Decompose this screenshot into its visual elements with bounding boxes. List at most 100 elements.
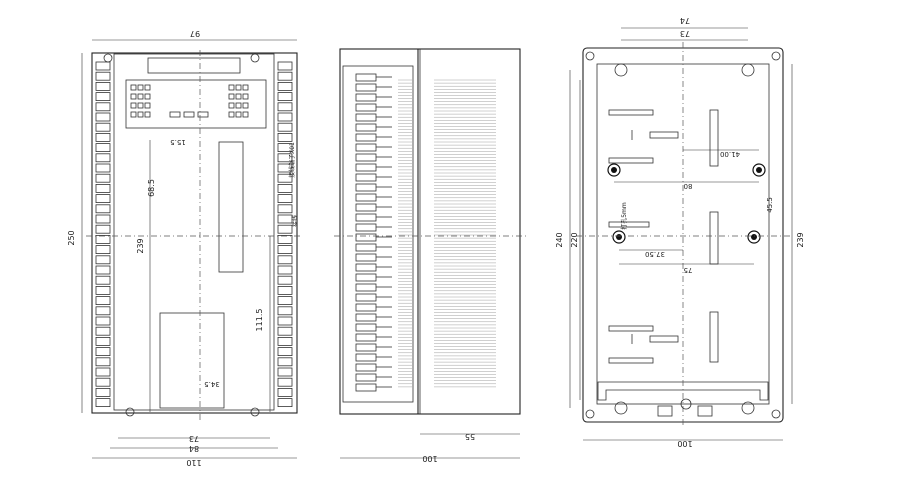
terminal: [95, 336, 111, 346]
led: [130, 111, 137, 118]
bottom-tab-1: [657, 405, 673, 417]
terminal: [277, 326, 293, 336]
led: [144, 84, 151, 91]
terminal: [95, 132, 111, 142]
side-terminal: [355, 183, 377, 192]
led: [228, 111, 235, 118]
dim-74: 74: [680, 16, 690, 25]
dim-73: 73: [189, 434, 199, 443]
right-terminal-strip: [277, 61, 293, 408]
terminal: [95, 296, 111, 306]
terminal: [95, 143, 111, 153]
terminal: [95, 306, 111, 316]
dim-68-5: 68.5: [147, 179, 156, 197]
dim-73-r: 73: [680, 29, 690, 38]
side-terminal: [355, 73, 377, 82]
dim-55: 55: [465, 432, 475, 441]
side-terminal: [355, 233, 377, 242]
terminal: [277, 387, 293, 397]
terminal: [277, 92, 293, 101]
side-terminal: [355, 303, 377, 312]
side-terminal: [355, 163, 377, 172]
dim-220: 220: [570, 232, 579, 247]
corner-hole-tl: [585, 51, 595, 61]
terminal: [277, 82, 293, 91]
side-view: 100 55: [334, 48, 528, 463]
side-terminal: [355, 123, 377, 132]
dim-100-r: 100: [677, 439, 692, 448]
dim-239: 239: [136, 238, 145, 253]
terminal: [277, 255, 293, 265]
side-terminal: [355, 353, 377, 362]
led: [137, 84, 144, 91]
led: [144, 93, 151, 100]
vertical-window: [218, 141, 244, 273]
terminal: [95, 61, 111, 71]
terminal: [95, 285, 111, 295]
left-view: 97 73 84 110 250 239 68.5 111.5 15.5 34.…: [67, 29, 302, 467]
terminal: [277, 367, 293, 377]
terminal: [95, 367, 111, 377]
led: [144, 111, 151, 118]
side-terminal: [355, 263, 377, 272]
terminal: [277, 224, 293, 234]
led: [242, 84, 249, 91]
button: [169, 111, 181, 118]
dim-80: 80: [684, 182, 693, 190]
mount-hole-bl: [125, 407, 135, 417]
terminal: [277, 61, 293, 71]
dim-239-r: 239: [796, 232, 805, 247]
side-terminal: [355, 273, 377, 282]
terminal: [277, 234, 293, 244]
side-terminal: [355, 383, 377, 392]
terminal: [95, 82, 111, 91]
right-view: 74 73 240 220 239 100 80 75 37.50 41.00 …: [555, 16, 805, 448]
terminal: [277, 153, 293, 163]
terminal: [277, 173, 293, 183]
corner-hole-br: [771, 409, 781, 419]
dim-100-side: 100: [422, 454, 437, 463]
led: [235, 93, 242, 100]
terminal: [95, 122, 111, 132]
terminal: [95, 224, 111, 234]
side-outer-frame: [339, 48, 521, 415]
led: [235, 84, 242, 91]
led: [137, 111, 144, 118]
terminal: [277, 214, 293, 224]
side-terminal: [355, 173, 377, 182]
corner-hole-bl: [585, 409, 595, 419]
terminal: [95, 234, 111, 244]
boss-tl: [614, 63, 628, 77]
side-terminal: [355, 363, 377, 372]
terminal: [95, 326, 111, 336]
led: [144, 102, 151, 109]
side-terminal: [355, 113, 377, 122]
side-terminal: [355, 203, 377, 212]
mount-slots: [608, 109, 719, 364]
terminal: [95, 71, 111, 81]
terminal: [95, 377, 111, 387]
led: [242, 102, 249, 109]
side-left-panel: [342, 65, 414, 403]
corner-hole-tr: [771, 51, 781, 61]
terminal: [95, 214, 111, 224]
led: [130, 102, 137, 109]
terminal: [277, 143, 293, 153]
left-outer-frame: [91, 52, 298, 414]
terminal: [95, 153, 111, 163]
side-vents-wide: [434, 79, 496, 388]
led: [242, 111, 249, 118]
terminal: [277, 112, 293, 122]
boss-br: [741, 401, 755, 415]
side-terminal: [355, 143, 377, 152]
side-terminal: [355, 253, 377, 262]
led: [137, 93, 144, 100]
side-terminal: [355, 133, 377, 142]
mount-hole-br: [250, 407, 260, 417]
terminal: [277, 306, 293, 316]
terminal: [277, 316, 293, 326]
led: [130, 84, 137, 91]
dim-97: 97: [190, 29, 200, 38]
